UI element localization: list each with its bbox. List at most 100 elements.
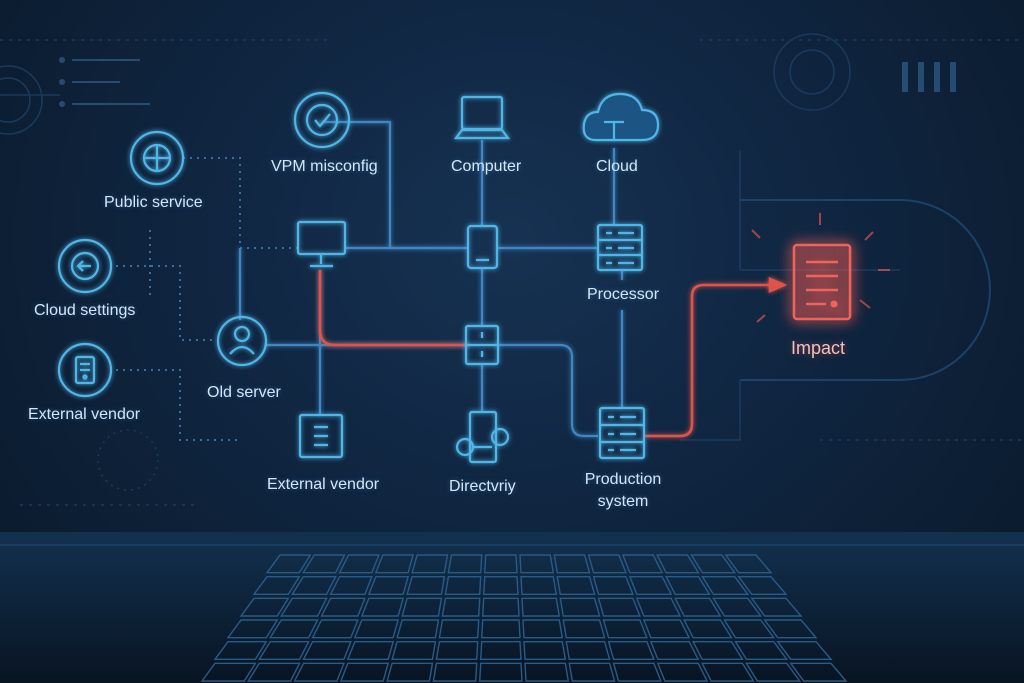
node-label-processor: Processor	[587, 286, 660, 303]
keyboard-key	[656, 662, 709, 682]
keyboard-key	[213, 640, 268, 661]
keyboard-key	[480, 619, 521, 639]
keyboard-key	[435, 640, 479, 661]
keyboard-key	[302, 640, 352, 661]
keyboard-key	[522, 619, 564, 639]
check-icon	[293, 91, 351, 149]
keyboard-key	[519, 554, 555, 574]
node-label-production-system-line2: system	[597, 493, 649, 510]
keyboard-key	[521, 597, 561, 617]
keyboard-key	[568, 662, 616, 682]
keyboard-key	[396, 619, 440, 639]
keyboard-key	[665, 575, 711, 596]
keyboard-key	[338, 554, 380, 574]
keyboard-key	[656, 554, 700, 574]
keyboard-key	[329, 575, 373, 596]
node-label-cloud: Cloud	[596, 158, 638, 175]
keyboard-key	[692, 640, 744, 661]
back-arrow-icon	[57, 238, 113, 294]
server-icon	[596, 223, 644, 272]
keyboard-key	[750, 597, 803, 617]
keyboard-key	[674, 597, 722, 617]
node-label-public-service: Public service	[104, 194, 203, 211]
node-label-external-vendor-center: External vendor	[267, 476, 380, 493]
keyboard-key	[346, 640, 395, 661]
keyboard-key	[280, 597, 328, 617]
keyboard-key	[607, 640, 655, 661]
keyboard-key	[482, 575, 519, 596]
keyboard-key	[252, 575, 301, 596]
keyboard-key	[374, 554, 415, 574]
keyboard-key	[553, 554, 591, 574]
keyboard-key	[763, 619, 818, 639]
node-label-old-server: Old server	[207, 384, 281, 401]
keyboard-icon	[200, 554, 848, 682]
attack-path	[318, 270, 788, 438]
keyboard-key	[269, 619, 319, 639]
cloud-icon	[582, 92, 660, 142]
keyboard-key	[391, 640, 437, 661]
background-decor	[0, 33, 1024, 506]
keyboard-key	[737, 575, 788, 596]
node-label-cloud-settings: Cloud settings	[34, 302, 136, 319]
keyboard-key	[386, 662, 434, 682]
node-label-computer: Computer	[451, 158, 522, 175]
keyboard-key	[635, 597, 682, 617]
keyboard-key	[690, 554, 737, 574]
keyboard-key	[258, 640, 310, 661]
user-icon	[216, 315, 268, 367]
production-server-icon	[598, 406, 646, 460]
node-label-vpm-misconfig: VPM misconfig	[271, 158, 378, 175]
network-icon	[455, 410, 510, 464]
keyboard-key	[724, 554, 773, 574]
keyboard-key	[479, 640, 522, 661]
keyboard-key	[478, 662, 523, 682]
keyboard-key	[441, 597, 481, 617]
keyboard-key	[524, 662, 570, 682]
keyboard-key	[587, 554, 627, 574]
keyboard-key	[592, 575, 634, 596]
node-label-production-system-line1: Production	[584, 471, 662, 488]
keyboard-key	[447, 554, 483, 574]
floor	[0, 530, 1024, 683]
keyboard-key	[401, 597, 443, 617]
keyboard-key	[642, 619, 691, 639]
keyboard-key	[612, 662, 662, 682]
monitor-icon	[296, 220, 347, 268]
keyboard-key	[712, 597, 763, 617]
keyboard-key	[265, 554, 312, 574]
keyboard-key	[311, 619, 359, 639]
keyboard-key	[293, 662, 345, 682]
laptop-icon	[453, 95, 511, 140]
keyboard-key	[723, 619, 776, 639]
keyboard-key	[226, 619, 279, 639]
keyboard-key	[559, 597, 601, 617]
node-label-directory: Directvriy	[449, 478, 516, 495]
keyboard-key	[339, 662, 390, 682]
keyboard-key	[320, 597, 366, 617]
keyboard-key	[411, 554, 449, 574]
dotted-links	[116, 157, 300, 441]
keyboard-key	[523, 640, 567, 661]
keyboard-key	[520, 575, 558, 596]
tablet-icon	[466, 224, 499, 270]
keyboard-key	[701, 575, 750, 596]
keyboard-key	[745, 662, 802, 682]
keyboard-key	[776, 640, 833, 661]
keyboard-key	[444, 575, 482, 596]
keyboard-key	[628, 575, 673, 596]
keyboard-key	[602, 619, 648, 639]
keyboard-key	[649, 640, 700, 661]
keyboard-key	[789, 662, 848, 682]
keyboard-key	[200, 662, 257, 682]
alert-document-icon	[751, 213, 890, 323]
keyboard-key	[562, 619, 606, 639]
node-label-impact: Impact	[791, 338, 846, 358]
device-icon	[57, 342, 113, 398]
document-icon	[298, 413, 344, 459]
keyboard-key	[291, 575, 337, 596]
switch-icon	[464, 324, 500, 366]
keyboard-key	[438, 619, 480, 639]
keyboard-key	[432, 662, 478, 682]
